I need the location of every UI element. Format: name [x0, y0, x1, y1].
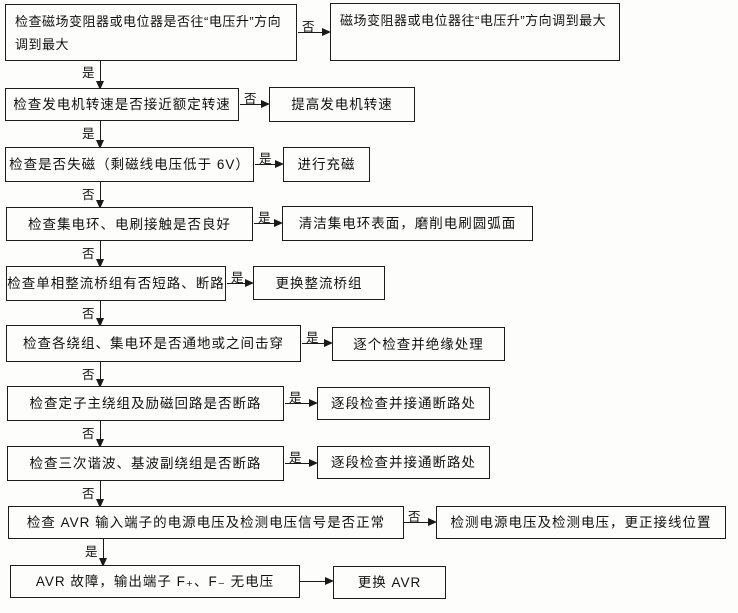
arrowhead-right-icon: [309, 399, 318, 408]
arrowhead-down-icon: [96, 200, 105, 209]
flow-check-box: 检查三次谐波、基波副绕组是否断路: [7, 446, 284, 481]
flow-check-box: 检查 AVR 输入端子的电源电压及检测电压信号是否正常: [8, 506, 404, 539]
branch-arrow: [300, 577, 334, 586]
branch-label: 是: [231, 271, 244, 285]
flow-action-box: 进行充磁: [283, 147, 370, 182]
arrowhead-right-icon: [325, 577, 334, 586]
arrowhead-down-icon: [96, 439, 105, 448]
down-label: 否: [82, 368, 95, 382]
down-arrow: 否: [82, 301, 105, 327]
down-label: 否: [82, 307, 95, 321]
down-label: 是: [82, 66, 95, 80]
arrowhead-right-icon: [275, 160, 284, 169]
branch-label: 否: [244, 92, 257, 106]
branch-label: 是: [259, 152, 272, 166]
arrowhead-right-icon: [428, 518, 437, 527]
arrowhead-right-icon: [274, 219, 283, 228]
down-label: 否: [82, 188, 95, 202]
flow-action-box: 清洁集电环表面，磨削电刷圆弧面: [282, 206, 533, 241]
down-arrow: 否: [82, 421, 105, 448]
down-label: 是: [85, 545, 98, 559]
branch-arrow: 否: [404, 510, 437, 527]
branch-label: 否: [302, 20, 315, 34]
down-arrow: 否: [82, 241, 105, 268]
flow-check-box: 检查是否失磁（剩磁线电压低于 6V）: [5, 147, 254, 182]
flow-check-box: 检查单相整流桥组有否短路、断路: [6, 266, 226, 301]
flow-action-box: 逐段检查并接通断路处: [317, 446, 490, 479]
arrowhead-right-icon: [322, 28, 331, 37]
arrowhead-down-icon: [99, 558, 108, 567]
branch-arrow: 是: [302, 331, 333, 348]
flow-check-box: AVR 故障，输出端子 F₊、F₋ 无电压: [10, 565, 300, 598]
down-label: 否: [82, 247, 95, 261]
flow-check-box: 检查磁场变阻器或电位器是否往“电压升”方向调到最大: [5, 4, 297, 61]
branch-arrow: 是: [254, 211, 283, 228]
flow-action-box: 提高发电机转速: [269, 87, 415, 122]
down-arrow: 是: [85, 539, 108, 567]
branch-arrow: 是: [255, 152, 284, 169]
down-label: 否: [82, 427, 95, 441]
branch-arrow: 是: [285, 451, 318, 468]
branch-label: 是: [289, 391, 302, 405]
arrowhead-down-icon: [96, 379, 105, 388]
flow-action-box: 更换 AVR: [333, 566, 446, 599]
down-label: 否: [82, 487, 95, 501]
down-label: 是: [82, 127, 95, 141]
flow-action-box: 检测电源电压及检测电压，更正接线位置: [436, 506, 726, 539]
arrowhead-down-icon: [96, 499, 105, 508]
down-arrow: 是: [82, 121, 105, 149]
arrowhead-right-icon: [309, 459, 318, 468]
arrowhead-right-icon: [261, 100, 270, 109]
flow-action-box: 逐段检查并接通断路处: [317, 387, 490, 420]
arrowhead-down-icon: [96, 140, 105, 149]
flow-check-box: 检查定子主绕组及励磁回路是否断路: [7, 386, 284, 421]
down-arrow: 否: [82, 182, 105, 209]
flow-check-box: 检查集电环、电刷接触是否良好: [6, 207, 253, 241]
arrowhead-down-icon: [96, 259, 105, 268]
branch-arrow: 否: [298, 20, 331, 37]
arrowhead-right-icon: [324, 339, 333, 348]
branch-arrow: 否: [240, 92, 270, 109]
flow-check-box: 检查各绕组、集电环是否通地或之间击穿: [6, 325, 301, 362]
down-arrow: 否: [82, 481, 105, 508]
arrowhead-right-icon: [245, 279, 254, 288]
branch-arrow: 是: [227, 271, 254, 288]
flow-check-box: 检查发电机转速是否接近额定转速: [5, 88, 239, 121]
branch-arrow: 是: [285, 391, 318, 408]
branch-label: 是: [289, 451, 302, 465]
flow-action-box: 更换整流桥组: [253, 266, 385, 300]
branch-label: 否: [408, 510, 421, 524]
branch-label: 是: [306, 331, 319, 345]
flow-action-box: 逐个检查并绝缘处理: [332, 327, 505, 361]
down-arrow: 否: [82, 362, 105, 388]
arrowhead-down-icon: [96, 81, 105, 90]
arrowhead-down-icon: [96, 318, 105, 327]
down-arrow: 是: [82, 60, 105, 90]
flow-action-box: 磁场变阻器或电位器往“电压升”方向调到最大: [330, 3, 620, 61]
branch-label: 是: [258, 211, 271, 225]
